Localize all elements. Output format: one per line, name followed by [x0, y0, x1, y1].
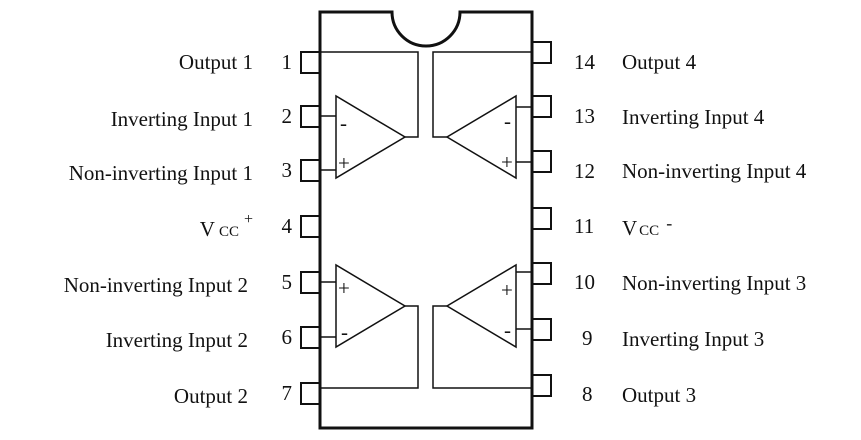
pin-8-number: 8	[582, 382, 593, 406]
pin-6-number: 6	[282, 325, 293, 349]
right-pins	[531, 41, 552, 397]
op-amp-3-noninverting-sign: +	[501, 278, 513, 302]
pin-4-label-main: V	[200, 217, 215, 241]
pin-10-label: Non-inverting Input 3	[622, 271, 806, 295]
pin-8-lead	[531, 374, 552, 397]
pin-11-lead	[531, 207, 552, 230]
internal-wiring	[320, 51, 532, 389]
pin-1-label: Output 1	[179, 50, 253, 74]
pin-4-label-sub: CC	[219, 224, 239, 240]
op-amp-3-inverting-sign: -	[504, 318, 511, 342]
pin-13-lead	[531, 95, 552, 118]
pin-9-number: 9	[582, 326, 593, 350]
pin-14-lead	[531, 41, 552, 64]
pin-3-label: Non-inverting Input 1	[69, 161, 253, 185]
pin-13-label: Inverting Input 4	[622, 105, 765, 129]
pin-10-lead	[531, 262, 552, 285]
pin-14-label: Output 4	[622, 50, 697, 74]
pin-6-label: Inverting Input 2	[106, 328, 248, 352]
pin-2-lead	[300, 105, 321, 128]
pin-11-label-sup: -	[666, 213, 672, 233]
pin-3-lead	[300, 159, 321, 182]
op-amp-1-noninverting-sign: +	[338, 151, 350, 175]
pin-1-number: 1	[282, 50, 293, 74]
pin-12-lead	[531, 150, 552, 173]
pin-14-number: 14	[574, 50, 596, 74]
pin-5-label: Non-inverting Input 2	[64, 273, 248, 297]
op-amp-4-inverting-sign: -	[504, 109, 511, 133]
op-amp-2-triangle	[335, 263, 407, 349]
op-amp-1-triangle	[335, 94, 407, 180]
pin-4-number: 4	[282, 214, 293, 238]
pin-4-lead	[300, 215, 321, 238]
pin-8-label: Output 3	[622, 383, 696, 407]
op-amp-4-noninverting-sign: +	[501, 150, 513, 174]
ic-package-body	[318, 10, 534, 430]
op-amp-4-triangle	[445, 94, 517, 180]
pin-7-number: 7	[282, 381, 293, 405]
pin-9-lead	[531, 318, 552, 341]
pin-7-label: Output 2	[174, 384, 248, 408]
pin-12-number: 12	[574, 159, 595, 183]
pin-5-lead	[300, 271, 321, 294]
op-amp-2-inverting-sign: -	[341, 320, 348, 344]
op-amp-3-triangle	[445, 263, 517, 349]
pin-4-label-sup: +	[244, 211, 253, 228]
pin-2-number: 2	[282, 104, 293, 128]
pin-9-label: Inverting Input 3	[622, 327, 764, 351]
pin-3-number: 3	[282, 158, 293, 182]
pin-2-label: Inverting Input 1	[111, 107, 253, 131]
pin-6-lead	[300, 326, 321, 349]
pin-11-number: 11	[574, 214, 594, 238]
pin-11-label-main: V	[622, 216, 637, 240]
pin-7-lead	[300, 382, 321, 405]
op-amp-1-inverting-sign: -	[340, 111, 347, 135]
left-pins	[300, 51, 321, 405]
pin-11-label-sub: CC	[639, 223, 659, 239]
pin-10-number: 10	[574, 270, 595, 294]
pin-5-number: 5	[282, 270, 293, 294]
op-amp-2-noninverting-sign: +	[338, 276, 350, 300]
pin-1-lead	[300, 51, 321, 74]
pin-13-number: 13	[574, 104, 595, 128]
pin-12-label: Non-inverting Input 4	[622, 159, 807, 183]
